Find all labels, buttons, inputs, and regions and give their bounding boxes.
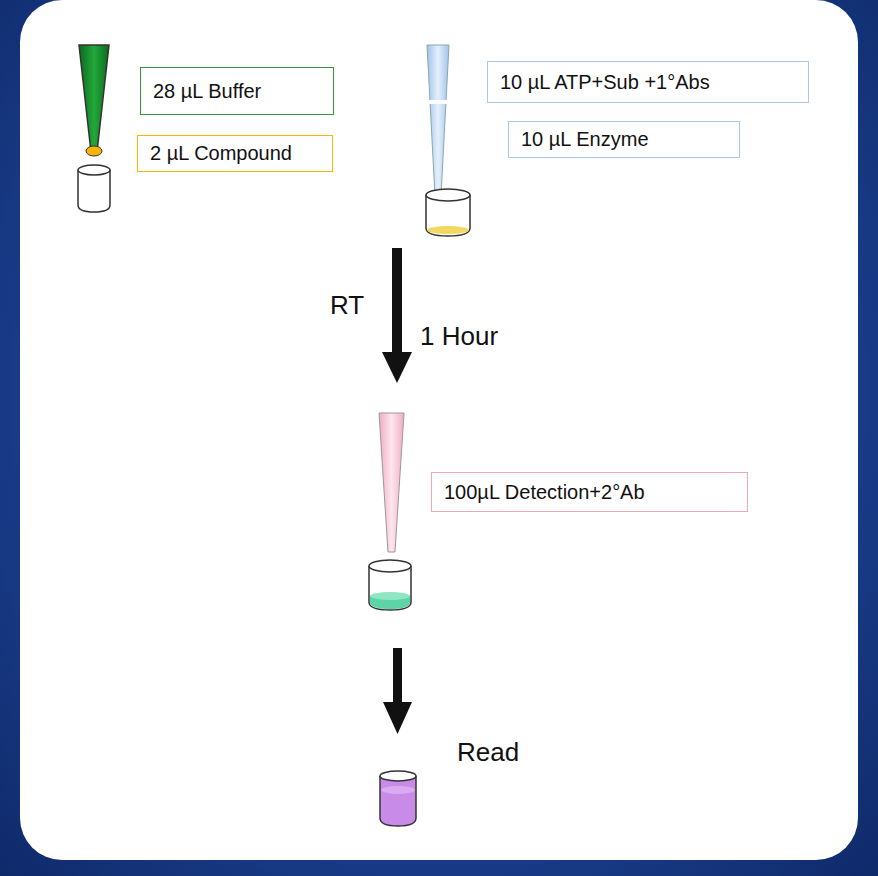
box-text: 10 µL Enzyme [521,128,649,151]
substrate-box: 10 µL ATP+Sub +1°Abs [487,61,809,103]
box-text: 28 µL Buffer [153,80,261,103]
compound-box: 2 µL Compound [137,135,333,172]
box-text: 2 µL Compound [150,142,292,165]
box-text: 10 µL ATP+Sub +1°Abs [500,71,710,94]
read-label: Read [457,737,878,768]
temperature-label: RT [330,290,878,321]
detection-box: 100µL Detection+2°Ab [431,472,748,512]
time-label: 1 Hour [420,321,878,352]
box-text: 100µL Detection+2°Ab [444,481,645,504]
buffer-box: 28 µL Buffer [140,67,334,115]
enzyme-box: 10 µL Enzyme [508,121,740,158]
